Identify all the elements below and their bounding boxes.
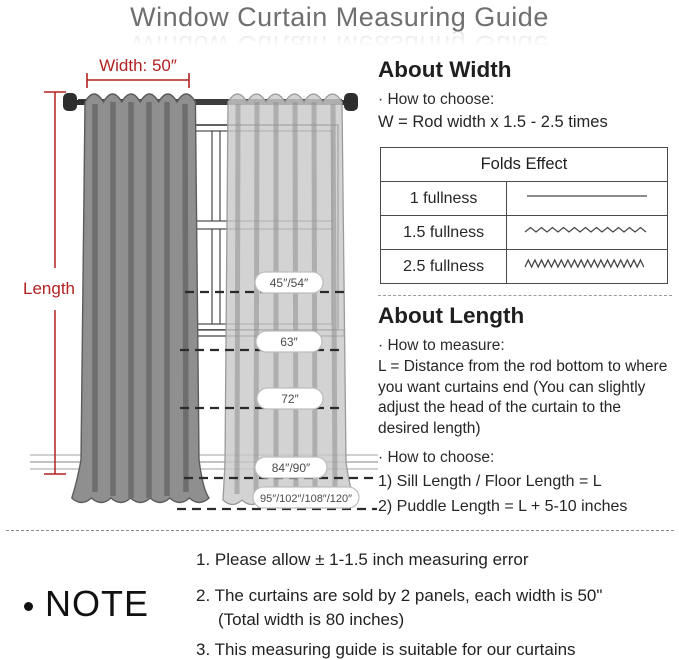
length-option-sill-floor: 1) Sill Length / Floor Length = L (378, 473, 602, 490)
dark-curtain-pleats (92, 102, 189, 498)
length-pill-63-label: 63″ (280, 335, 298, 349)
width-how-to-choose: · How to choose: (378, 91, 495, 108)
curtain-measuring-diagram: 45″/54″ 63″ 72″ 84″/90″ 95″/102″/108″/12… (23, 56, 378, 511)
width-formula: W = Rod width x 1.5 - 2.5 times (378, 113, 608, 131)
length-pill-84-90: 84″/90″ (254, 456, 328, 479)
about-width-heading: About Width (378, 57, 512, 82)
fold-row-2-label: 1.5 fullness (379, 215, 508, 250)
length-label: Length (23, 279, 75, 298)
note-item-1: 1. Please allow ± 1-1.5 inch measuring e… (196, 550, 529, 569)
rod-finial-right (344, 93, 358, 111)
sheer-curtain-pleats (234, 101, 338, 501)
about-length-heading: About Length (378, 303, 525, 328)
page-title-block: Window Curtain Measuring Guide Window Cu… (0, 2, 679, 60)
table-header-row: Folds Effect (380, 147, 668, 182)
length-pill-45-54: 45″/54″ (254, 271, 324, 294)
width-annotation (86, 73, 190, 88)
length-measure-text: L = Distance from the rod bottom to wher… (378, 358, 668, 437)
table-row: 1.5 fullness (379, 215, 668, 250)
sheer-curtain-panel (222, 93, 357, 506)
table-row: 1 fullness (379, 181, 668, 216)
length-annotation (44, 91, 66, 475)
info-column: About Width · How to choose: W = Rod wid… (378, 57, 672, 519)
length-marker-pills: 45″/54″ 63″ 72″ 84″/90″ 95″/102″/108″/12… (252, 271, 360, 509)
fold-effect-dense-wave-icon (524, 258, 645, 269)
length-option-puddle: 2) Puddle Length = L + 5-10 inches (378, 497, 628, 515)
fold-effect-straight-line-icon (527, 195, 648, 197)
note-heading-text: NOTE (45, 583, 150, 624)
note-heading: NOTE (24, 583, 149, 625)
length-pill-72-label: 72″ (281, 392, 299, 406)
note-item-3: 3. This measuring guide is suitable for … (196, 640, 576, 659)
length-how-to-measure: · How to measure: (378, 337, 505, 354)
width-label: Width: 50″ (99, 56, 177, 75)
bottom-divider (6, 530, 674, 531)
length-pill-45-54-label: 45″/54″ (270, 276, 309, 290)
fold-row-1-effect (506, 181, 668, 216)
length-pill-63: 63″ (255, 330, 323, 353)
page-title: Window Curtain Measuring Guide (130, 2, 549, 32)
length-pill-84-90-label: 84″/90″ (272, 461, 311, 475)
fold-row-3-label: 2.5 fullness (379, 249, 508, 284)
length-pill-72: 72″ (256, 387, 324, 410)
length-pill-95-120: 95″/102″/108″/120″ (252, 486, 360, 509)
fold-row-2-effect (506, 215, 668, 250)
fold-row-3-effect (506, 249, 668, 284)
length-pill-95-120-label: 95″/102″/108″/120″ (260, 493, 352, 505)
folds-effect-table: Folds Effect 1 fullness 1.5 fullness 2.5… (379, 147, 668, 284)
note-list: 1. Please allow ± 1-1.5 inch measuring e… (196, 549, 674, 660)
fold-row-1-label: 1 fullness (379, 181, 508, 216)
section-divider (378, 295, 672, 296)
dark-curtain-panel (70, 93, 210, 504)
rod-finial-left (63, 93, 77, 111)
table-row: 2.5 fullness (379, 249, 668, 284)
note-bullet-icon (24, 601, 33, 611)
length-how-to-choose: · How to choose: (378, 449, 495, 466)
note-item-2: 2. The curtains are sold by 2 panels, ea… (196, 586, 603, 605)
fold-effect-gentle-wave-icon (524, 226, 647, 233)
note-item-2-continued: (Total width is 80 inches) (218, 610, 405, 629)
folds-table-header: Folds Effect (380, 147, 668, 182)
